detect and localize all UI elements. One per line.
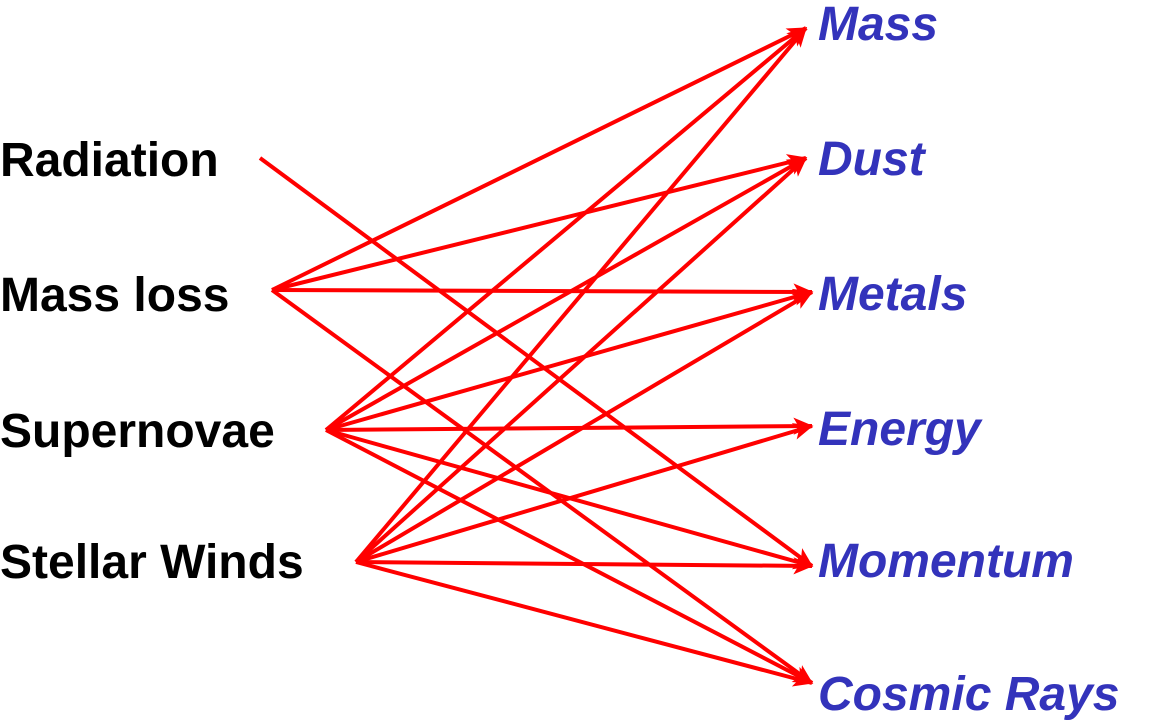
arrow-supernovae-to-metals [325, 288, 814, 432]
source-label-stellar-winds: Stellar Winds [0, 536, 304, 589]
target-label-energy: Energy [818, 403, 983, 456]
target-label-momentum: Momentum [818, 535, 1074, 588]
source-label-supernovae: Supernovae [0, 405, 275, 458]
source-label-mass-loss: Mass loss [0, 269, 229, 322]
arrow-supernovae-to-dust [325, 156, 808, 432]
arrow-radiation-to-momentum [258, 156, 814, 568]
arrow-winds-to-cosmic [355, 560, 814, 687]
arrow-massloss-to-dust [271, 154, 808, 292]
arrow-winds-to-dust [354, 156, 808, 564]
target-label-dust: Dust [818, 133, 927, 186]
arrow-winds-to-momentum [355, 557, 814, 575]
arrow-winds-to-mass [354, 26, 808, 564]
source-label-radiation: Radiation [0, 134, 219, 187]
target-label-mass: Mass [818, 0, 938, 51]
arrow-massloss-to-cosmic [270, 288, 814, 685]
arrow-winds-to-metals [354, 290, 814, 564]
target-label-cosmic-rays: Cosmic Rays [818, 668, 1119, 721]
arrow-massloss-to-metals [271, 283, 814, 301]
arrow-supernovae-to-energy [325, 417, 814, 435]
arrow-supernovae-to-cosmic [325, 428, 814, 685]
arrow-group [258, 26, 814, 687]
arrow-supernovae-to-mass [324, 26, 808, 432]
arrow-winds-to-energy [355, 423, 814, 564]
target-label-metals: Metals [818, 268, 967, 321]
arrow-massloss-to-mass [271, 26, 808, 292]
